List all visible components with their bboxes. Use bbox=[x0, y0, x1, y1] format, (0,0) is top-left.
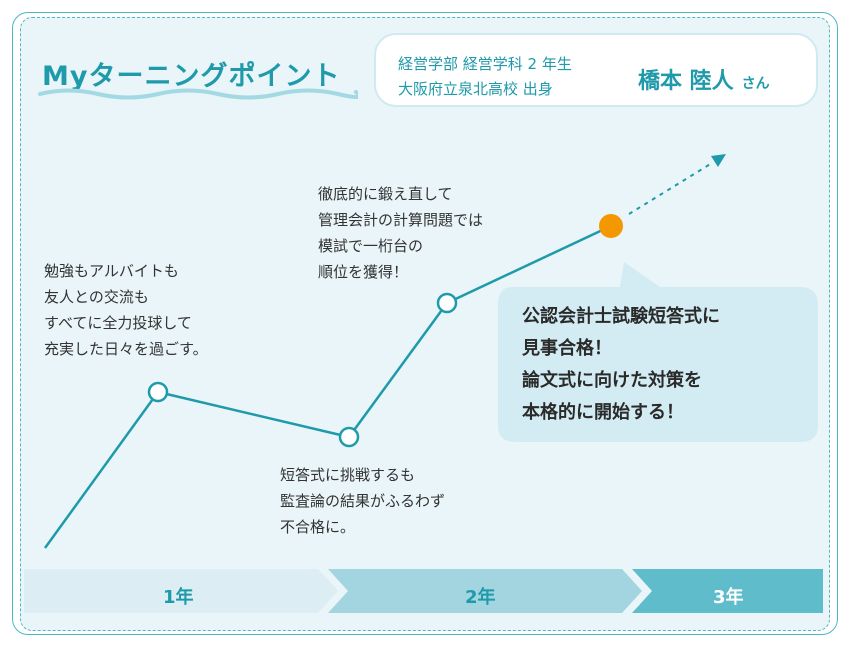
callout-text: 公認会計士試験短答式に 見事合格！ 論文式に向けた対策を 本格的に開始する！ bbox=[522, 301, 720, 429]
timeline-segment-year3 bbox=[632, 569, 823, 613]
profile-high-school: 大阪府立泉北高校 出身 bbox=[398, 80, 553, 98]
future-arrow-line bbox=[628, 162, 713, 215]
page-title: Myターニングポイント bbox=[42, 61, 341, 92]
timeline-label-year1: 1年 bbox=[163, 587, 194, 608]
timeline-segment-year1 bbox=[24, 569, 338, 613]
timeline-label-year2: 2年 bbox=[465, 587, 496, 608]
point-first-year bbox=[147, 381, 169, 403]
profile-honorific: さん bbox=[741, 76, 770, 92]
profile-card: 経営学部 経営学科 2 年生 大阪府立泉北高校 出身 橋本 陸人さん bbox=[374, 33, 818, 107]
note-line: 管理会計の計算問題では bbox=[318, 211, 484, 229]
note-line: 短答式に挑戦するも bbox=[280, 466, 416, 484]
note-line: 監査論の結果がふるわず bbox=[280, 492, 446, 510]
note-line: 模試で一桁台の bbox=[318, 237, 424, 255]
callout-line: 見事合格！ bbox=[522, 338, 612, 359]
callout-line: 論文式に向けた対策を bbox=[522, 370, 702, 391]
note-line: すべてに全力投球して bbox=[44, 314, 192, 332]
point-highlight bbox=[599, 214, 623, 238]
note-first-year: 勉強もアルバイトも 友人との交流も すべてに全力投球して 充実した日々を過ごす。 bbox=[44, 258, 208, 362]
timeline-label-year3: 3年 bbox=[713, 587, 744, 608]
note-line: 不合格に。 bbox=[280, 518, 356, 536]
note-line: 友人との交流も bbox=[44, 288, 149, 306]
profile-name-text: 橋本 陸人 bbox=[638, 69, 734, 94]
profile-department: 経営学部 経営学科 2 年生 bbox=[398, 55, 572, 73]
future-arrow-head bbox=[711, 154, 726, 167]
title-underline-wave bbox=[38, 88, 358, 100]
point-dip bbox=[338, 426, 360, 448]
callout-bubble bbox=[498, 262, 818, 442]
note-dip: 短答式に挑戦するも 監査論の結果がふるわず 不合格に。 bbox=[280, 462, 445, 540]
callout-line: 公認会計士試験短答式に bbox=[522, 306, 720, 327]
profile-name: 橋本 陸人さん bbox=[638, 63, 770, 95]
note-line: 勉強もアルバイトも bbox=[44, 262, 179, 280]
point-rise bbox=[436, 292, 458, 314]
note-line: 順位を獲得！ bbox=[318, 263, 409, 281]
timeline-segment-year2 bbox=[328, 569, 642, 613]
note-rise: 徹底的に鍛え直して 管理会計の計算問題では 模試で一桁台の 順位を獲得！ bbox=[318, 181, 483, 285]
note-line: 徹底的に鍛え直して bbox=[318, 185, 453, 203]
callout-line: 本格的に開始する！ bbox=[522, 402, 684, 423]
note-line: 充実した日々を過ごす。 bbox=[44, 340, 208, 358]
